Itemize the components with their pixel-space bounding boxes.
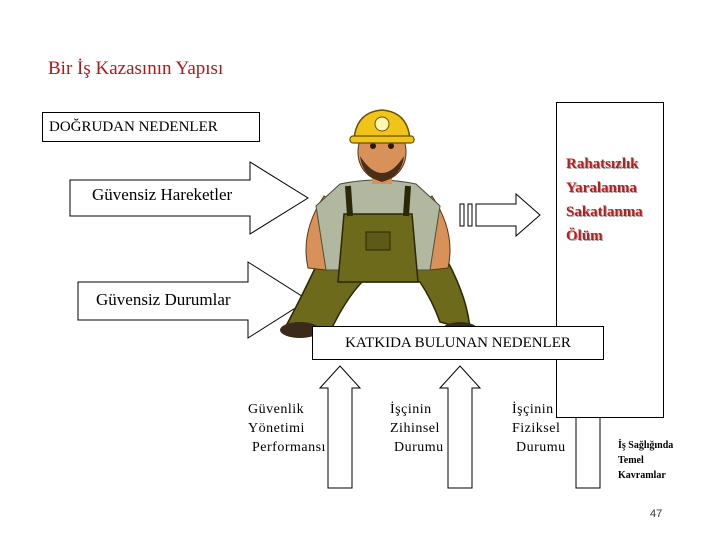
outcomes-list: Rahatsızlık Yaralanma Sakatlanma Ölüm (566, 152, 643, 248)
outcome-item: Sakatlanma (566, 204, 643, 220)
factor-line: Fiziksel (512, 421, 561, 436)
footer-line: Kavramlar (618, 470, 666, 481)
worker-illustration (280, 109, 478, 338)
outcomes-box (556, 102, 664, 418)
unsafe-acts-label: Güvensiz Hareketler (92, 185, 233, 204)
unsafe-conditions-arrow (77, 261, 309, 339)
page-number: 47 (650, 508, 663, 520)
outcome-item: Yaralanma (566, 180, 637, 196)
factor-line: İşçinin (390, 402, 432, 417)
factor-line: Durumu (390, 440, 444, 455)
factor-line: Yönetimi (248, 421, 305, 436)
factor-physical-state: İşçinin Fiziksel Durumu (512, 400, 566, 457)
direct-causes-box: DOĞRUDAN NEDENLER (42, 112, 260, 142)
factor-line: Performansı (248, 440, 326, 455)
footer-line: Temel (618, 455, 644, 466)
contributing-causes-box: KATKIDA BULUNAN NEDENLER (312, 326, 604, 360)
outcome-arrow (459, 192, 541, 238)
outcome-item: Ölüm (566, 228, 603, 244)
outcome-item: Rahatsızlık (566, 156, 639, 172)
footer-line: İş Sağlığında (618, 440, 674, 451)
factor-line: İşçinin (512, 402, 554, 417)
factor-mental-state: İşçinin Zihinsel Durumu (390, 400, 444, 457)
unsafe-acts-arrow (69, 161, 309, 235)
unsafe-conditions-label: Güvensiz Durumlar (96, 290, 231, 309)
up-arrow-safety-management (318, 365, 362, 489)
factor-line: Zihinsel (390, 421, 440, 436)
footer-note: İş Sağlığında Temel Kavramlar (618, 438, 673, 483)
factor-line: Durumu (512, 440, 566, 455)
factor-safety-management: Güvenlik Yönetimi Performansı (248, 400, 326, 457)
up-arrow-mental-state (438, 365, 482, 489)
factor-line: Güvenlik (248, 402, 305, 417)
slide-title: Bir İş Kazasının Yapısı (48, 58, 224, 79)
